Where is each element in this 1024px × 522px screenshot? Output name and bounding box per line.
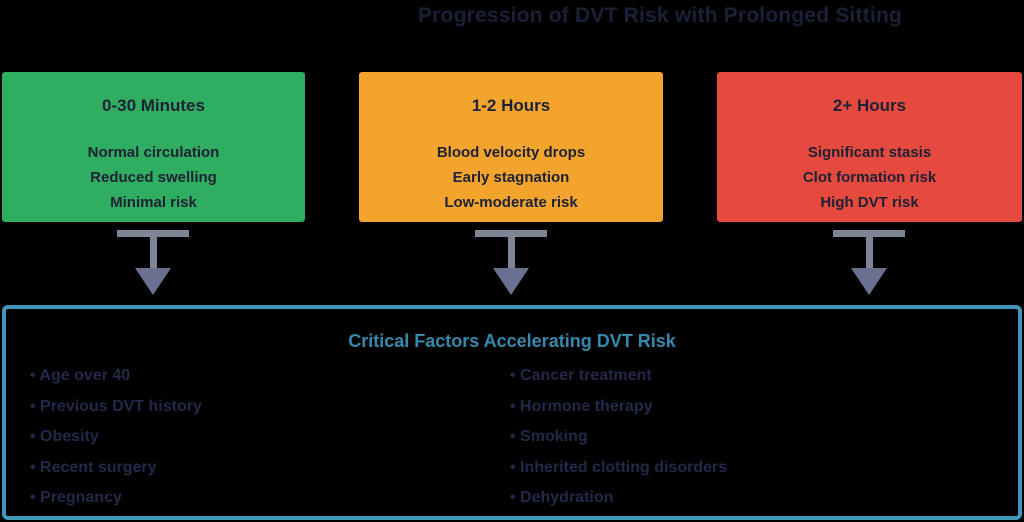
stage-box-0-30-minutes: 0-30 Minutes Normal circulation Reduced …	[2, 72, 305, 222]
stage-box-2-plus-hours: 2+ Hours Significant stasis Clot formati…	[717, 72, 1022, 222]
arrow-head	[851, 268, 887, 295]
factor-item: • Recent surgery	[30, 458, 157, 476]
page-title: Progression of DVT Risk with Prolonged S…	[417, 4, 903, 27]
stage-line: High DVT risk	[820, 194, 919, 211]
stage-lines: Normal circulation Reduced swelling Mini…	[2, 140, 305, 215]
stage-title: 2+ Hours	[832, 96, 907, 115]
stage-lines: Blood velocity drops Early stagnation Lo…	[359, 140, 663, 215]
factor-item: • Dehydration	[510, 489, 614, 506]
arrow-stem	[865, 237, 873, 268]
stage-line: Significant stasis	[807, 144, 932, 161]
stage-line: Early stagnation	[452, 169, 570, 186]
factors-column-left: • Age over 40 • Previous DVT history • O…	[30, 361, 202, 514]
stage-title: 1-2 Hours	[471, 96, 551, 115]
stage-line: Blood velocity drops	[436, 144, 586, 161]
down-arrow-icon	[475, 230, 547, 295]
arrow-stem	[149, 237, 157, 268]
factor-item: • Obesity	[30, 428, 99, 445]
critical-factors-panel: Critical Factors Accelerating DVT Risk •…	[2, 305, 1022, 520]
stage-line: Minimal risk	[110, 194, 197, 211]
factor-item: • Smoking	[510, 428, 588, 445]
down-arrow-icon	[833, 230, 905, 295]
arrow-bar	[833, 230, 905, 237]
stage-box-1-2-hours: 1-2 Hours Blood velocity drops Early sta…	[359, 72, 663, 222]
factor-item: • Cancer treatment	[510, 367, 652, 384]
factors-column-right: • Cancer treatment • Hormone therapy • S…	[510, 361, 727, 514]
arrow-head	[493, 268, 529, 295]
factor-item: • Inherited clotting disorders	[510, 458, 728, 476]
factor-item: • Age over 40	[30, 367, 131, 384]
arrow-stem	[507, 237, 515, 268]
arrow-bar	[475, 230, 547, 237]
down-arrow-icon	[117, 230, 189, 295]
arrow-bar	[117, 230, 189, 237]
stage-line: Clot formation risk	[802, 169, 937, 186]
stage-line: Reduced swelling	[90, 169, 217, 186]
stage-line: Normal circulation	[87, 144, 220, 161]
stage-line: Low-moderate risk	[444, 194, 578, 211]
critical-factors-title: Critical Factors Accelerating DVT Risk	[348, 331, 676, 351]
arrow-head	[135, 268, 171, 295]
factor-item: • Hormone therapy	[510, 397, 653, 415]
factor-item: • Previous DVT history	[30, 397, 202, 415]
stage-title: 0-30 Minutes	[102, 96, 205, 115]
stage-lines: Significant stasis Clot formation risk H…	[717, 140, 1022, 215]
factor-item: • Pregnancy	[30, 489, 122, 506]
